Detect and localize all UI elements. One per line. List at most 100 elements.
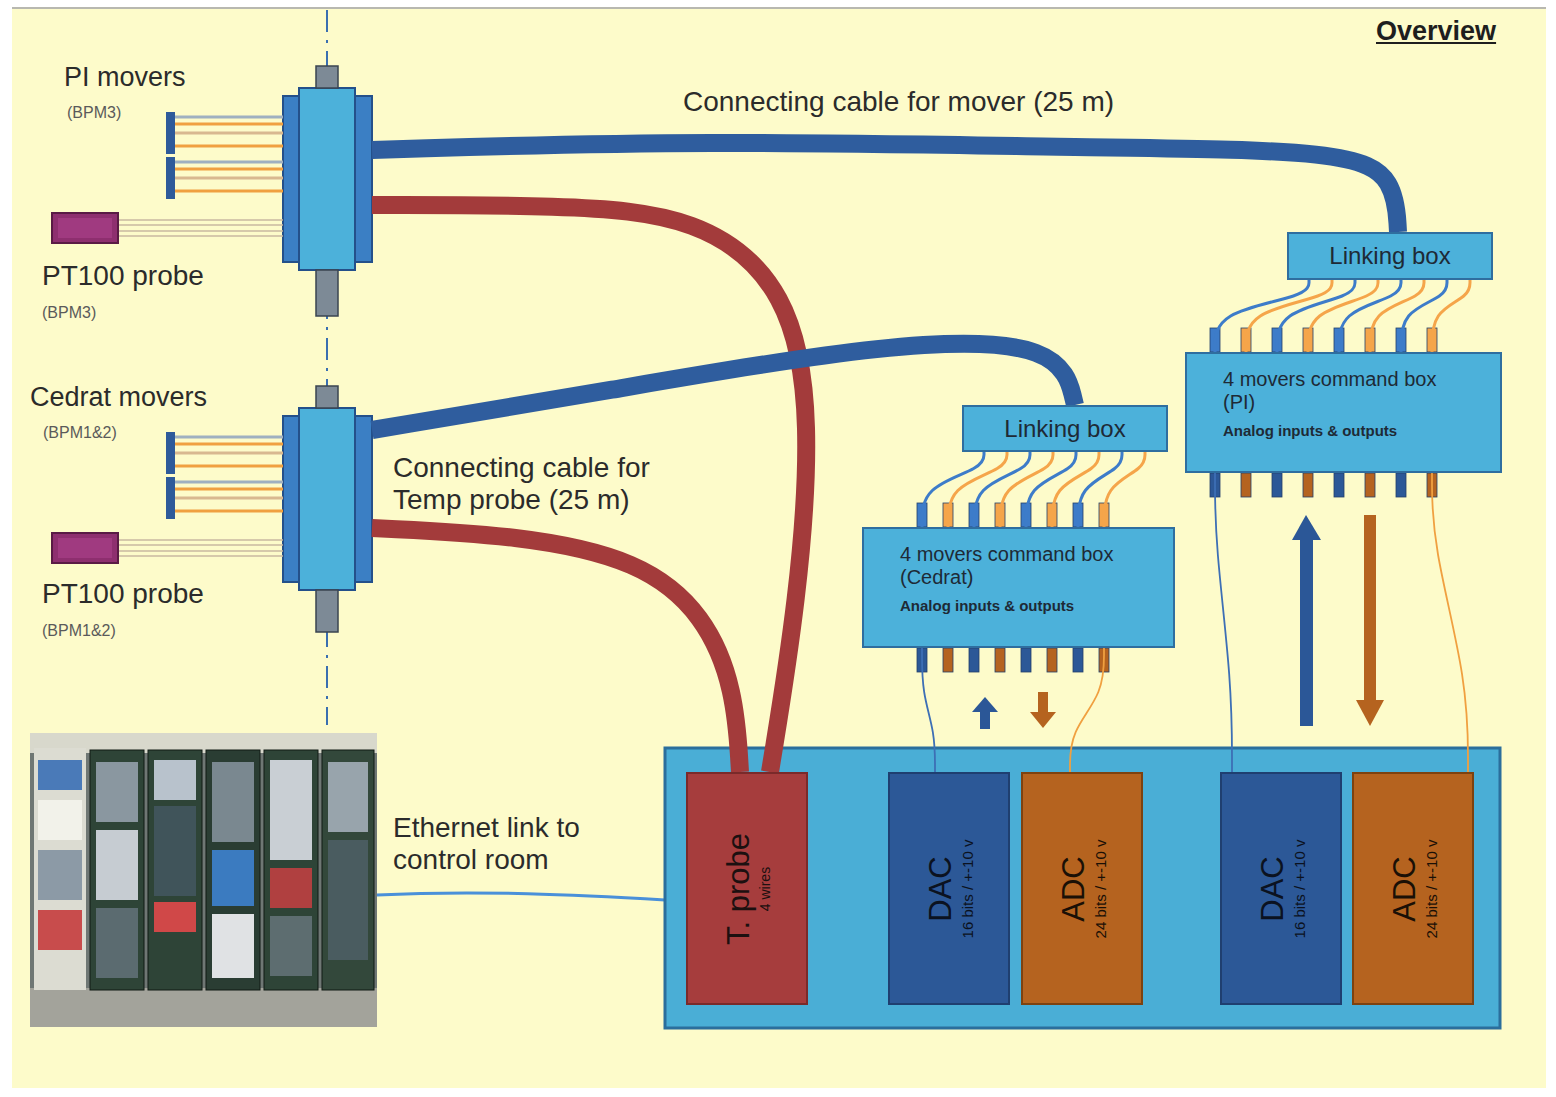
probe-label: PT100 probe	[42, 260, 204, 292]
module-spec: 24 bits / +-10 v	[1091, 780, 1108, 997]
probe-wire	[118, 219, 283, 221]
mover-wire	[175, 436, 283, 439]
mover-wire	[175, 465, 283, 468]
beam-pipe	[316, 270, 338, 316]
connector-pin	[1073, 648, 1083, 672]
rack-unit	[154, 760, 196, 800]
ethernet-line	[377, 893, 665, 900]
cable	[372, 528, 740, 772]
text-holder: Cedrat movers	[30, 382, 207, 413]
flow-arrow	[980, 712, 990, 729]
mover-wire	[175, 168, 283, 171]
flow-arrow	[972, 697, 998, 712]
connector-pin	[1365, 473, 1375, 497]
cable-label: Connecting cable for Temp probe (25 m)	[390, 452, 690, 516]
label-holder: Connecting cable for Temp probe (25 m)	[390, 452, 690, 516]
cable-label: Connecting cable for mover (25 m)	[680, 86, 1117, 118]
wire	[1432, 473, 1468, 772]
bpm-tag: (BPM3)	[42, 304, 96, 322]
mover-plug	[166, 432, 175, 474]
beam-pipe	[316, 386, 338, 408]
mover-wire	[175, 132, 283, 135]
rack-unit	[96, 908, 138, 978]
bpm-tag: (BPM1&2)	[43, 424, 117, 442]
connector-pin	[943, 648, 953, 672]
pt100-probe	[52, 213, 118, 243]
flange-body	[299, 88, 355, 270]
rotated-text-frame: DAC16 bits / +-10 v	[923, 780, 976, 997]
text-holder: PT100 probe	[42, 260, 204, 292]
bpm-tag: (BPM3)	[67, 104, 121, 122]
diagram-title: Overview	[1376, 16, 1496, 47]
beam-pipe	[316, 590, 338, 632]
mover-wire	[175, 510, 283, 513]
rack-unit	[96, 762, 138, 822]
wire	[922, 648, 935, 772]
rack-unit	[38, 850, 82, 900]
rack-unit	[270, 868, 312, 908]
pt100-probe	[52, 533, 118, 563]
flow-arrow	[1292, 515, 1321, 540]
dac-module: DAC16 bits / +-10 v	[1220, 772, 1342, 1005]
rack-unit	[38, 910, 82, 950]
text-holder: (BPM3)	[67, 104, 121, 122]
box-note: Analog inputs & outputs	[900, 597, 1074, 614]
pt100-probe	[58, 538, 112, 558]
rotated-text-frame: ADC24 bits / +-10 v	[1056, 780, 1109, 997]
mover-plug	[166, 477, 175, 519]
link-label: Ethernet link to control room	[390, 812, 655, 876]
temperature-module: T. probe4 wires	[686, 772, 808, 1005]
probe-wires	[118, 220, 283, 236]
wire	[1246, 280, 1470, 352]
mover-wire	[175, 123, 283, 126]
rack-cabinet	[148, 750, 202, 990]
rotated-text-frame: ADC24 bits / +-10 v	[1387, 780, 1440, 997]
box-label: 4 movers command box (Cedrat)	[900, 543, 1130, 589]
mover-wire	[175, 497, 283, 500]
probe-wire	[118, 539, 283, 541]
mover-wire	[175, 443, 283, 446]
mover-wire	[175, 145, 283, 148]
rack-unit	[212, 850, 254, 906]
pt100-probe	[58, 218, 112, 238]
connector-pin	[1021, 648, 1031, 672]
connector-pin	[1334, 473, 1344, 497]
label-holder: Connecting cable for mover (25 m)	[680, 86, 1117, 118]
rack-photo	[30, 733, 377, 1027]
flow-arrow	[1364, 515, 1376, 701]
flow-arrow	[1300, 540, 1313, 726]
mover-wire	[175, 190, 283, 193]
rotated-text-frame: DAC16 bits / +-10 v	[1255, 780, 1308, 997]
panel-ground	[12, 8, 1546, 1088]
module-spec: 16 bits / +-10 v	[958, 780, 975, 997]
text-holder: (BPM1&2)	[43, 424, 117, 442]
rotated-text-frame: T. probe4 wires	[721, 780, 773, 997]
wire	[922, 452, 1122, 527]
probe-wire	[118, 230, 283, 232]
connector-pin	[1272, 473, 1282, 497]
rack-cabinet	[206, 750, 260, 990]
cable	[372, 143, 1398, 232]
box-note: Analog inputs & outputs	[1223, 422, 1397, 439]
module-spec: 24 bits / +-10 v	[1422, 780, 1439, 997]
module-label: DAC	[1255, 780, 1291, 997]
label-holder: Ethernet link to control room	[390, 812, 655, 876]
mover-wire	[175, 177, 283, 180]
mover-wires	[175, 437, 283, 511]
probe-wire	[118, 224, 283, 226]
rack-unit	[270, 760, 312, 860]
rack-unit	[96, 830, 138, 900]
rack-cabinet	[322, 750, 374, 990]
flow-arrow	[1030, 712, 1056, 728]
rack-unit	[328, 762, 368, 832]
rack-cabinet	[34, 748, 86, 990]
mover-wire	[175, 161, 283, 164]
connector-flange: Cedrat movers(BPM1&2)PT100 probe(BPM1&2)	[28, 378, 372, 648]
probe-wire	[118, 544, 283, 546]
probe-wire	[118, 235, 283, 237]
adc-module: ADC24 bits / +-10 v	[1352, 772, 1474, 1005]
flange-body	[299, 408, 355, 590]
connector-pin	[969, 648, 979, 672]
